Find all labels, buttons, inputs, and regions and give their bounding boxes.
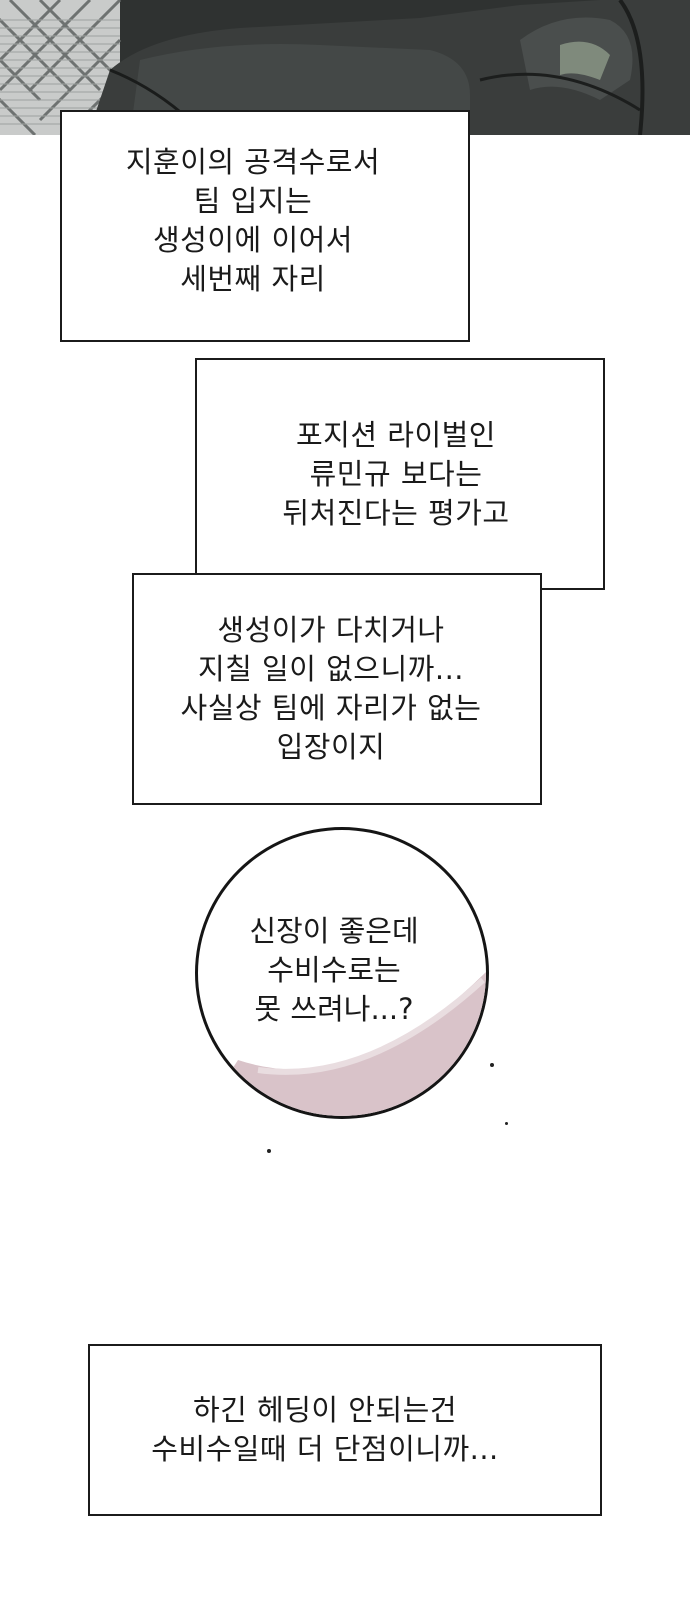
thought-bubble-text: 신장이 좋은데 수비수로는 못 쓰려나...? [198,912,478,1029]
caption-box-2: 포지션 라이벌인 류민규 보다는 뒤처진다는 평가고 [195,358,605,590]
caption-line: 포지션 라이벌인 [296,417,496,452]
bubble-line: 수비수로는 [267,953,401,987]
caption-2-text: 포지션 라이벌인 류민규 보다는 뒤처진다는 평가고 [282,416,509,533]
caption-line: 팀 입지는 [193,184,313,218]
bubble-line: 못 쓰려나...? [254,992,414,1026]
caption-line: 류민규 보다는 [309,456,483,491]
bubble-line: 신장이 좋은데 [249,914,419,948]
caption-1-text: 지훈이의 공격수로서 팀 입지는 생성이에 이어서 세번째 자리 [126,143,380,299]
caption-line: 입장이지 [276,730,386,764]
thought-bubble: 신장이 좋은데 수비수로는 못 쓰려나...? [195,827,489,1119]
trail-dot [505,1122,508,1125]
caption-box-1: 지훈이의 공격수로서 팀 입지는 생성이에 이어서 세번째 자리 [60,110,470,342]
caption-line: 사실상 팀에 자리가 없는 [180,691,482,725]
caption-line: 생성이에 이어서 [153,223,353,257]
caption-line: 뒤처진다는 평가고 [282,495,510,530]
caption-line: 지훈이의 공격수로서 [125,145,381,179]
caption-line: 지칠 일이 없으니까... [197,652,465,686]
caption-box-3: 생성이가 다치거나 지칠 일이 없으니까... 사실상 팀에 자리가 없는 입장… [132,573,542,805]
bubble-shading [201,971,486,1116]
trail-dot [267,1149,271,1153]
caption-4-text: 하긴 헤딩이 안되는건 수비수일때 더 단점이니까... [151,1391,499,1469]
caption-line: 수비수일때 더 단점이니까... [151,1432,499,1466]
caption-line: 하긴 헤딩이 안되는건 [192,1393,458,1427]
caption-3-text: 생성이가 다치거나 지칠 일이 없으니까... 사실상 팀에 자리가 없는 입장… [181,611,482,767]
caption-line: 생성이가 다치거나 [217,613,445,647]
caption-box-4: 하긴 헤딩이 안되는건 수비수일때 더 단점이니까... [88,1344,602,1516]
trail-dot [490,1063,494,1067]
caption-line: 세번째 자리 [180,262,326,296]
